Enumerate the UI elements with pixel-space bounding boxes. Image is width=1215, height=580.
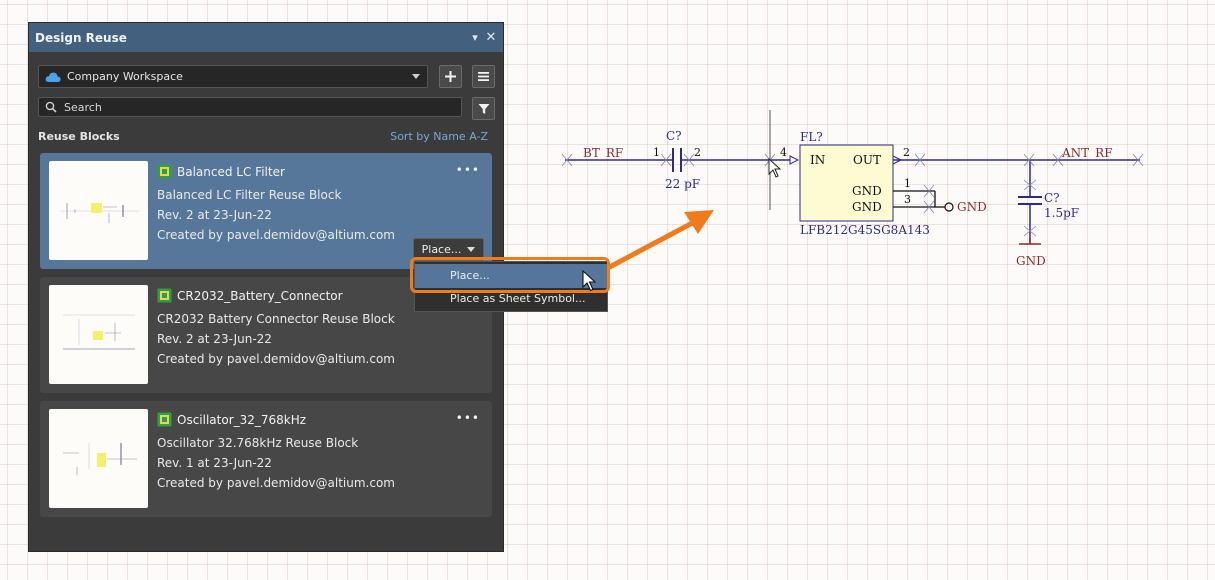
- gnd-port-circle: [944, 202, 954, 212]
- reuse-block-icon: [157, 164, 172, 179]
- place-menu: Place... Place as Sheet Symbol...: [414, 261, 608, 312]
- reuse-block-icon: [157, 288, 172, 303]
- pin-out-arrow: [892, 155, 903, 165]
- add-button[interactable]: [439, 65, 462, 88]
- cap2-value: 1.5pF: [1044, 206, 1080, 220]
- gnd-symbol-label: GND: [1016, 254, 1046, 268]
- net-label-ant-rf: ANT_RF: [1062, 146, 1113, 160]
- block-thumbnail: [49, 409, 148, 508]
- sort-link[interactable]: Sort by Name A-Z: [390, 130, 488, 143]
- search-input[interactable]: [62, 99, 461, 115]
- pin-in-arrow: [789, 155, 800, 165]
- block-revision: Rev. 2 at 23-Jun-22: [157, 332, 272, 346]
- workspace-select[interactable]: Company Workspace: [38, 65, 428, 88]
- place-dropdown-button[interactable]: Place...: [413, 238, 484, 261]
- filter-icon: [478, 103, 489, 114]
- cap1-value: 22 pF: [665, 177, 701, 191]
- chevron-down-icon: [412, 74, 420, 79]
- search-icon: [45, 101, 57, 113]
- block-revision: Rev. 1 at 23-Jun-22: [157, 456, 272, 470]
- block-name: Oscillator_32_768kHz: [177, 413, 307, 427]
- filter-button[interactable]: [472, 97, 495, 120]
- block-created-by: Created by pavel.demidov@altium.com: [157, 476, 395, 490]
- highlight-annotation: [410, 257, 610, 293]
- annotation-arrow-head: [684, 210, 714, 234]
- filter-part-number: LFB212G45SG8A143: [800, 223, 930, 237]
- block-description: CR2032 Battery Connector Reuse Block: [157, 312, 395, 326]
- reuse-blocks-header: Reuse Blocks Sort by Name A-Z: [38, 130, 488, 146]
- reuse-block-card-oscillator-32-768khz[interactable]: Oscillator_32_768kHz Oscillator 32.768kH…: [40, 401, 492, 517]
- filter-pin-in-label: IN: [810, 153, 826, 167]
- cap1-designator: C?: [666, 129, 682, 143]
- plus-icon: [445, 71, 456, 82]
- filter-pin-out-label: OUT: [853, 153, 881, 167]
- filter-designator: FL?: [800, 130, 823, 144]
- search-box[interactable]: [38, 97, 462, 117]
- panel-title-bar: Design Reuse ▾ ✕: [29, 23, 503, 52]
- annotation-arrow-line: [601, 217, 701, 273]
- filter-pin-out-number: 2: [903, 146, 910, 159]
- reuse-block-icon: [157, 412, 172, 427]
- more-options-icon[interactable]: •••: [455, 163, 480, 177]
- panel-menu-dropdown-icon[interactable]: ▾: [472, 31, 478, 44]
- cap2-designator: C?: [1044, 191, 1060, 205]
- workspace-label: Company Workspace: [67, 70, 183, 83]
- chevron-down-icon: [467, 247, 476, 252]
- panel-title: Design Reuse: [35, 30, 127, 45]
- more-options-icon[interactable]: •••: [455, 411, 480, 425]
- filter-pin-gnd1-number: 1: [904, 177, 911, 190]
- panel-menu-button[interactable]: [472, 65, 495, 88]
- net-label-bt-rf: BT_RF: [583, 146, 624, 160]
- design-reuse-panel: Design Reuse ▾ ✕ Company Workspace Reuse…: [28, 22, 504, 552]
- cloud-icon: [45, 72, 61, 82]
- mouse-pointer-icon: [582, 270, 597, 292]
- panel-close-icon[interactable]: ✕: [485, 30, 497, 45]
- menu-item-place-as-sheet-symbol[interactable]: Place as Sheet Symbol...: [450, 292, 586, 305]
- cap1-pin2-number: 2: [694, 146, 701, 159]
- menu-item-place[interactable]: Place...: [415, 264, 607, 288]
- block-thumbnail: [49, 285, 148, 384]
- place-button-label: Place...: [421, 243, 462, 256]
- block-created-by: Created by pavel.demidov@altium.com: [157, 352, 395, 366]
- filter-pin-gnd2-label: GND: [852, 200, 882, 214]
- block-created-by: Created by pavel.demidov@altium.com: [157, 228, 395, 242]
- block-thumbnail: [49, 161, 148, 260]
- filter-pin-gnd1-label: GND: [852, 184, 882, 198]
- block-description: Balanced LC Filter Reuse Block: [157, 188, 342, 202]
- filter-pin-gnd2-number: 3: [904, 193, 911, 206]
- block-name: Balanced LC Filter: [177, 165, 285, 179]
- cursor-arrow-icon: [768, 158, 782, 178]
- gnd-port-label: GND: [957, 200, 987, 214]
- cap1-pin1-number: 1: [653, 146, 660, 159]
- filter-pin-in-number: 4: [780, 146, 787, 159]
- hamburger-icon: [478, 72, 489, 81]
- block-name: CR2032_Battery_Connector: [177, 289, 343, 303]
- block-revision: Rev. 2 at 23-Jun-22: [157, 208, 272, 222]
- section-label: Reuse Blocks: [38, 130, 120, 143]
- block-description: Oscillator 32.768kHz Reuse Block: [157, 436, 359, 450]
